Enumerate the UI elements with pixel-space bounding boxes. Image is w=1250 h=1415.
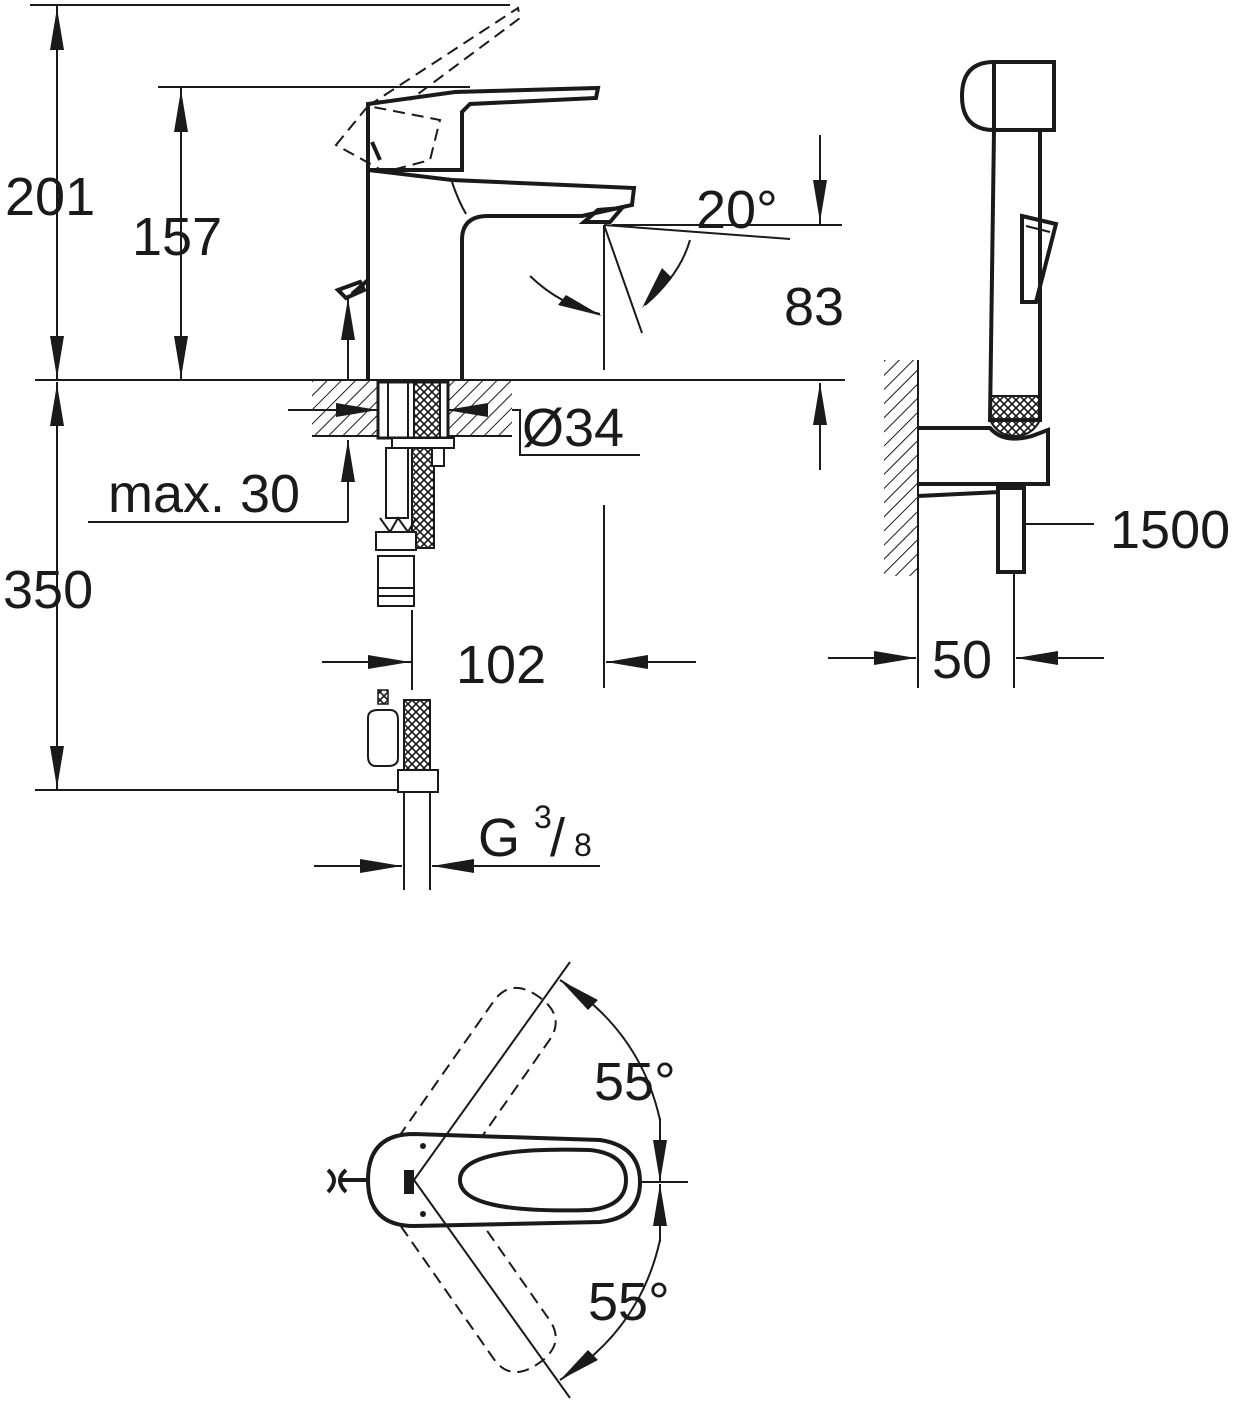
dim-thread: G 3 / 8	[314, 799, 600, 873]
label-1500: 1500	[1110, 500, 1230, 560]
label-20deg: 20°	[696, 180, 778, 240]
label-thread-den: 8	[574, 827, 592, 863]
faucet-side-view	[334, 6, 637, 380]
dim-holder-offset: 50	[828, 630, 1104, 690]
label-thread-g: G	[478, 808, 520, 868]
hand-shower: 1500	[884, 60, 1230, 688]
label-thread-slash: /	[550, 808, 565, 868]
dim-spout-height: 83	[612, 135, 844, 470]
label-thread-num: 3	[534, 799, 552, 835]
dim-max-deck: max. 30	[88, 440, 355, 524]
label-55deg-bottom: 55°	[588, 1272, 670, 1332]
label-50: 50	[932, 630, 992, 690]
dim-spout-angle: 20°	[529, 180, 791, 370]
label-83: 83	[784, 277, 844, 337]
faucet-top-view: 55° 55°	[326, 961, 688, 1399]
label-102: 102	[456, 635, 546, 695]
dim-hose-under: 350	[3, 382, 400, 791]
label-350: 350	[3, 560, 93, 620]
dim-lever-height: 157	[132, 86, 470, 380]
label-max-30: max. 30	[108, 464, 300, 524]
hose-connection	[367, 689, 439, 890]
label-201: 201	[5, 167, 95, 227]
dim-total-height: 201	[5, 4, 510, 380]
label-diameter-34: Ø34	[522, 398, 624, 458]
label-157: 157	[132, 207, 222, 267]
popup-rod-arrow	[341, 296, 355, 380]
dim-spout-reach: 102	[322, 505, 696, 695]
label-55deg-top: 55°	[594, 1052, 676, 1112]
countertop-section: Ø34	[288, 380, 640, 607]
